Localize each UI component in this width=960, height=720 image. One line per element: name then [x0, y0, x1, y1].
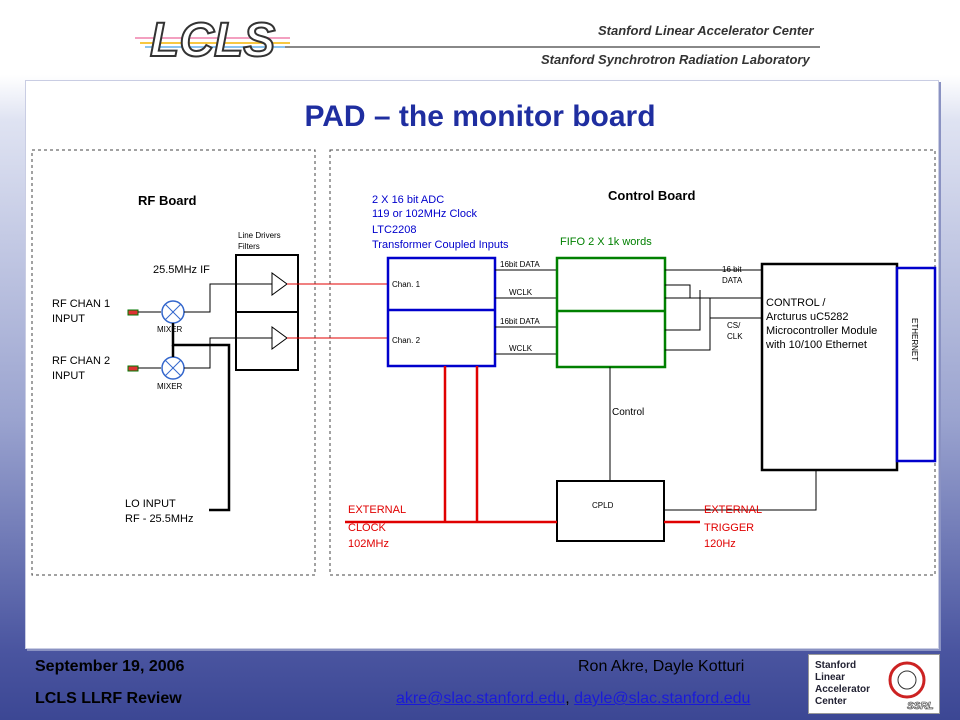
- rf-chan2-label: RF CHAN 2: [52, 355, 110, 367]
- ctrl-data-label-1: 16 bit: [722, 265, 742, 274]
- data-label-1: 16bit DATA: [500, 260, 540, 269]
- lo-line-main: [171, 323, 231, 512]
- control-module-box: [760, 262, 899, 472]
- fifo-control-data-mid: [665, 284, 762, 299]
- ext-clock-label-2: CLOCK: [348, 522, 387, 534]
- mixer-2-label: MIXER: [157, 382, 183, 391]
- ssrl-label: SSRL: [907, 701, 934, 712]
- rf-board-label: RF Board: [138, 193, 197, 208]
- logo-line-4: Center: [815, 696, 847, 707]
- cs-label-2: CLK: [727, 332, 743, 341]
- page-title: PAD – the monitor board: [304, 100, 656, 133]
- slac-logo-graphic: Stanford Linear Accelerator Center SSRL: [815, 660, 934, 712]
- data-label-2: 16bit DATA: [500, 317, 540, 326]
- lo-freq-label: RF - 25.5MHz: [125, 513, 193, 525]
- org-line-2: Stanford Synchrotron Radiation Laborator…: [541, 52, 810, 67]
- header-bar: LCLS Stanford Linear Accelerator Center …: [0, 0, 960, 75]
- if-line-1: [184, 283, 272, 313]
- lcls-logo: LCLS: [150, 14, 275, 67]
- ext-trigger-label-2: TRIGGER: [704, 522, 754, 534]
- logo-line-2: Linear: [815, 672, 845, 683]
- footer-authors: Ron Akre, Dayle Kotturi: [578, 658, 745, 675]
- footer-date: September 19, 2006: [35, 658, 185, 675]
- ssrl-ring-icon: [888, 661, 926, 699]
- email-separator: ,: [565, 690, 575, 707]
- amplifier-2-icon: [271, 326, 288, 350]
- ext-clock-label-1: EXTERNAL: [348, 504, 406, 516]
- rf-connector-1-icon: [127, 309, 139, 316]
- adc-desc-4: Transformer Coupled Inputs: [372, 239, 509, 251]
- cpld-label: CPLD: [592, 501, 614, 510]
- fifo-cs-loop: [665, 297, 711, 351]
- mixer-1-icon: [161, 300, 185, 324]
- amplifier-1-icon: [271, 272, 288, 296]
- logo-line-1: Stanford: [815, 660, 856, 671]
- ethernet-box: [895, 266, 937, 463]
- email-link-kotturi[interactable]: dayle@slac.stanford.edu: [574, 690, 751, 707]
- control-text-2: Arcturus uC5282: [766, 311, 849, 323]
- rf-chan2-input-label: INPUT: [52, 370, 85, 382]
- logo-line-3: Accelerator: [815, 684, 870, 695]
- footer-review: LCLS LLRF Review: [35, 690, 182, 707]
- wclk-label-1: WCLK: [509, 288, 533, 297]
- org-line-1: Stanford Linear Accelerator Center: [598, 23, 814, 38]
- fifo-label: FIFO 2 X 1k words: [560, 236, 652, 248]
- slac-ssrl-logo: Stanford Linear Accelerator Center SSRL: [808, 654, 940, 714]
- cs-label-1: CS/: [727, 321, 741, 330]
- ethernet-label: ETHERNET: [910, 318, 919, 361]
- control-text-1: CONTROL /: [766, 297, 826, 309]
- fifo-box: [555, 256, 667, 369]
- control-text-3: Microcontroller Module: [766, 325, 877, 337]
- footer-emails: akre@slac.stanford.edu, dayle@slac.stanf…: [396, 690, 750, 708]
- adc-desc-1: 2 X 16 bit ADC: [372, 194, 444, 206]
- header-graphic: LCLS: [135, 13, 820, 68]
- line-drivers-label: Line Drivers: [238, 231, 281, 240]
- filters-label: Filters: [238, 242, 260, 251]
- if-line-2: [184, 337, 272, 369]
- rf-chan1-label: RF CHAN 1: [52, 298, 110, 310]
- adc-box: [386, 256, 497, 368]
- email-link-akre[interactable]: akre@slac.stanford.edu: [396, 690, 566, 707]
- control-line-label: Control: [612, 407, 644, 418]
- adc-desc-2: 119 or 102MHz Clock: [372, 208, 477, 220]
- cpld-control-line: [664, 470, 817, 511]
- ext-clock-label-3: 102MHz: [348, 538, 389, 550]
- control-text-4: with 10/100 Ethernet: [765, 339, 867, 351]
- rf-chan1-input-label: INPUT: [52, 313, 85, 325]
- control-board-label: Control Board: [608, 188, 695, 203]
- rf-connector-2-icon: [127, 365, 139, 372]
- adc-desc-3: LTC2208: [372, 224, 416, 236]
- if-label: 25.5MHz IF: [153, 264, 210, 276]
- cpld-box: [556, 480, 665, 542]
- adc-chan1-label: Chan. 1: [392, 280, 421, 289]
- ext-trigger-label-1: EXTERNAL: [704, 504, 762, 516]
- adc-chan2-label: Chan. 2: [392, 336, 421, 345]
- ext-trigger-label-3: 120Hz: [704, 538, 736, 550]
- mixer-2-icon: [161, 356, 185, 380]
- mixer-1-label: MIXER: [157, 325, 183, 334]
- fifo-control-data-low: [665, 290, 701, 331]
- lo-input-label: LO INPUT: [125, 498, 176, 510]
- wclk-label-2: WCLK: [509, 344, 533, 353]
- ctrl-data-label-2: DATA: [722, 276, 743, 285]
